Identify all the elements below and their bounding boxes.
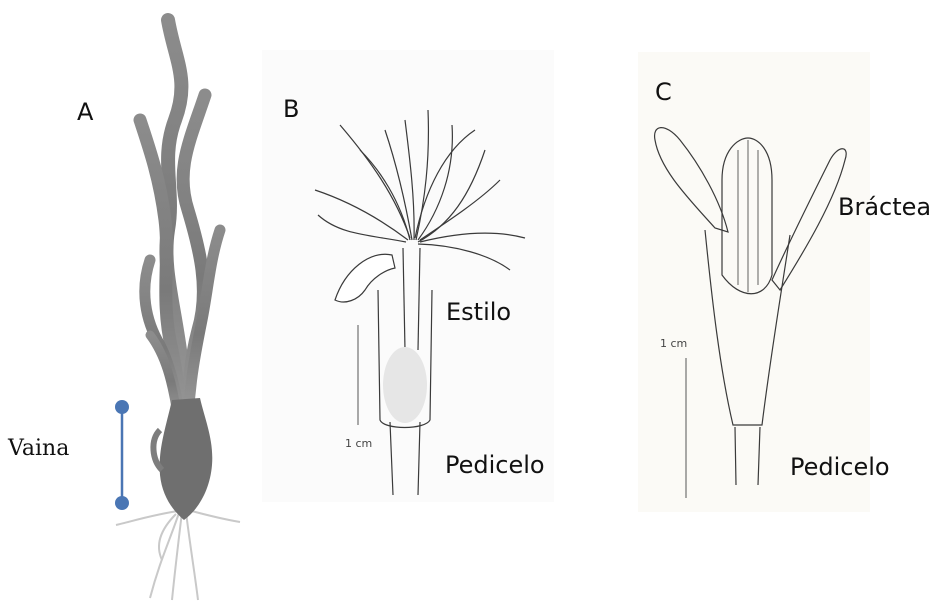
- label-vaina: Vaina: [8, 438, 69, 460]
- plant-sheath: [160, 398, 213, 520]
- plant-a-drawing: [116, 20, 240, 600]
- label-pedicelo-b: Pedicelo: [445, 453, 545, 477]
- panel-label-a: A: [77, 100, 93, 124]
- label-bractea: Bráctea: [838, 195, 931, 219]
- scale-label-b: 1 cm: [345, 438, 372, 449]
- flower-c-tube: [705, 230, 790, 425]
- panel-label-c: C: [655, 80, 672, 104]
- flower-c-bud: [722, 138, 772, 294]
- plant-roots: [116, 510, 240, 600]
- panel-label-b: B: [283, 97, 299, 121]
- label-estilo: Estilo: [446, 300, 511, 324]
- flower-b-styles: [315, 110, 525, 270]
- vaina-marker: [115, 400, 129, 510]
- flower-b-pedicel: [390, 422, 420, 495]
- label-pedicelo-c: Pedicelo: [790, 455, 890, 479]
- scale-label-c: 1 cm: [660, 338, 687, 349]
- plant-leaves: [140, 20, 220, 430]
- flower-b-bract: [335, 254, 395, 302]
- flower-c-bract-right: [772, 149, 846, 290]
- flower-c-bract-left: [655, 128, 728, 232]
- flower-c-pedicel: [735, 427, 760, 485]
- flower-c-drawing: [655, 128, 847, 498]
